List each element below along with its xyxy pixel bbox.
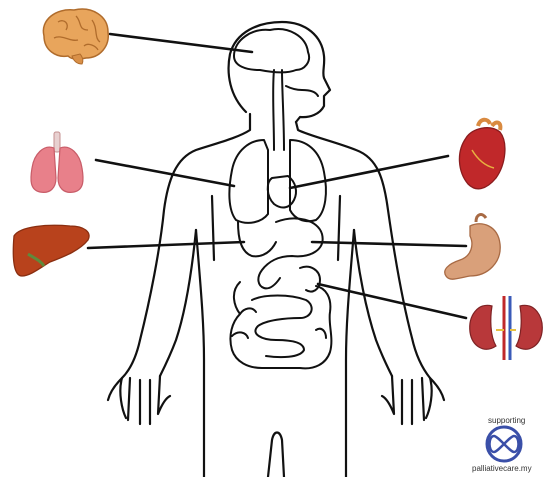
heart-icon bbox=[459, 120, 505, 189]
waist-left bbox=[212, 196, 214, 260]
left-arm-inner bbox=[160, 230, 196, 376]
body-outline bbox=[108, 22, 444, 477]
internal-organs bbox=[229, 29, 331, 368]
torso-right-side bbox=[346, 230, 354, 477]
waist-right bbox=[338, 196, 340, 260]
inner-left-lung bbox=[229, 140, 268, 223]
inner-kidney-area bbox=[300, 267, 320, 292]
leg-inner bbox=[268, 433, 284, 477]
right-hand-outline bbox=[382, 376, 444, 424]
inner-stomach bbox=[258, 218, 322, 288]
kidneys-pointer bbox=[318, 284, 466, 318]
heart-pointer bbox=[290, 156, 448, 188]
liver-icon bbox=[13, 225, 89, 276]
inner-heart bbox=[268, 176, 296, 207]
lungs-pointer bbox=[96, 160, 234, 186]
brain-pointer bbox=[110, 34, 252, 52]
right-arm-inner bbox=[354, 230, 392, 376]
inner-intestine-loops bbox=[232, 308, 326, 338]
logo-supporting-text: supporting bbox=[488, 416, 525, 425]
kidneys-icon bbox=[470, 296, 543, 360]
left-hand-outline bbox=[108, 376, 170, 424]
torso-left-side bbox=[196, 230, 204, 477]
inner-liver bbox=[238, 222, 276, 256]
logo-site-text[interactable]: palliativecare.my bbox=[472, 464, 532, 473]
trachea bbox=[273, 70, 318, 150]
inner-small-intestine bbox=[252, 296, 312, 358]
stomach-pointer bbox=[312, 242, 466, 246]
pointer-lines bbox=[88, 34, 466, 318]
infinity-x-logo-icon bbox=[487, 427, 521, 461]
lungs-icon bbox=[31, 132, 83, 192]
liver-pointer bbox=[88, 242, 244, 248]
brain-icon bbox=[43, 9, 108, 64]
